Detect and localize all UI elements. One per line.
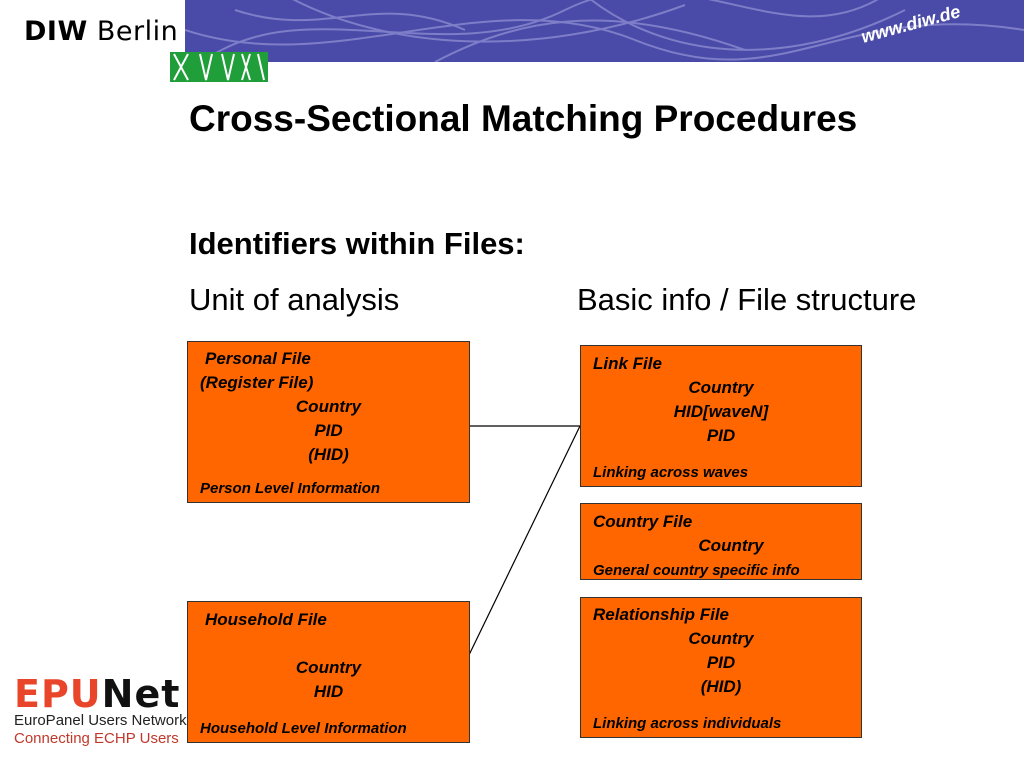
box-note: Linking across waves <box>593 464 749 481</box>
banner-swirl-decoration <box>185 0 1024 62</box>
box-note: Linking across individuals <box>593 715 782 732</box>
column-heading-file-structure: Basic info / File structure <box>577 282 917 317</box>
identifier: PID <box>706 426 736 445</box>
logo-bold-text: DIW <box>24 16 88 47</box>
identifier: Country <box>295 658 362 677</box>
green-pattern-block <box>170 52 268 82</box>
box-note: Person Level Information <box>200 480 381 497</box>
identifier: Country <box>688 629 754 648</box>
diw-logo: DIW Berlin <box>0 0 185 62</box>
personal-file-box: Personal File (Register File) Country PI… <box>187 341 470 503</box>
country-file-box: Country File Country General country spe… <box>580 503 862 580</box>
identifier: HID[waveN] <box>673 402 769 421</box>
green-pattern-decoration <box>173 53 265 81</box>
logo-tagline-1: EuroPanel Users Network <box>14 712 187 729</box>
box-title: Personal File <box>205 349 311 368</box>
logo-name-part1: EPU <box>14 672 102 716</box>
box-title: Relationship File <box>593 605 730 624</box>
box-subtitle: (Register File) <box>200 373 314 392</box>
identifier: PID <box>314 421 343 440</box>
link-file-box: Link File Country HID[waveN] PID Linking… <box>580 345 862 487</box>
box-note: Household Level Information <box>200 720 407 737</box>
box-note: General country specific info <box>593 562 800 579</box>
identifier: PID <box>706 653 736 672</box>
identifier: (HID) <box>700 677 742 696</box>
relationship-file-box: Relationship File Country PID (HID) Link… <box>580 597 862 738</box>
logo-name-part2: Net <box>101 672 181 716</box>
header: DIW Berlin www.diw.de <box>0 0 1024 82</box>
identifier: Country <box>698 536 764 555</box>
box-title: Country File <box>593 512 693 531</box>
connector-household-to-link <box>468 425 581 656</box>
section-subtitle: Identifiers within Files: <box>189 226 525 261</box>
identifier: Country <box>688 378 754 397</box>
header-banner: www.diw.de <box>185 0 1024 62</box>
identifier: Country <box>295 397 362 416</box>
household-file-box: Household File Country HID Household Lev… <box>187 601 470 743</box>
logo-tagline-2: Connecting ECHP Users <box>14 730 179 747</box>
epunet-logo: EPUNet EuroPanel Users Network Connectin… <box>0 672 189 752</box>
identifier: HID <box>313 682 344 701</box>
box-title: Link File <box>593 354 662 373</box>
column-heading-unit-of-analysis: Unit of analysis <box>189 282 400 317</box>
box-title: Household File <box>205 610 327 629</box>
identifier: (HID) <box>308 445 349 464</box>
page-title: Cross-Sectional Matching Procedures <box>189 98 858 139</box>
logo-regular-text: Berlin <box>96 16 179 47</box>
